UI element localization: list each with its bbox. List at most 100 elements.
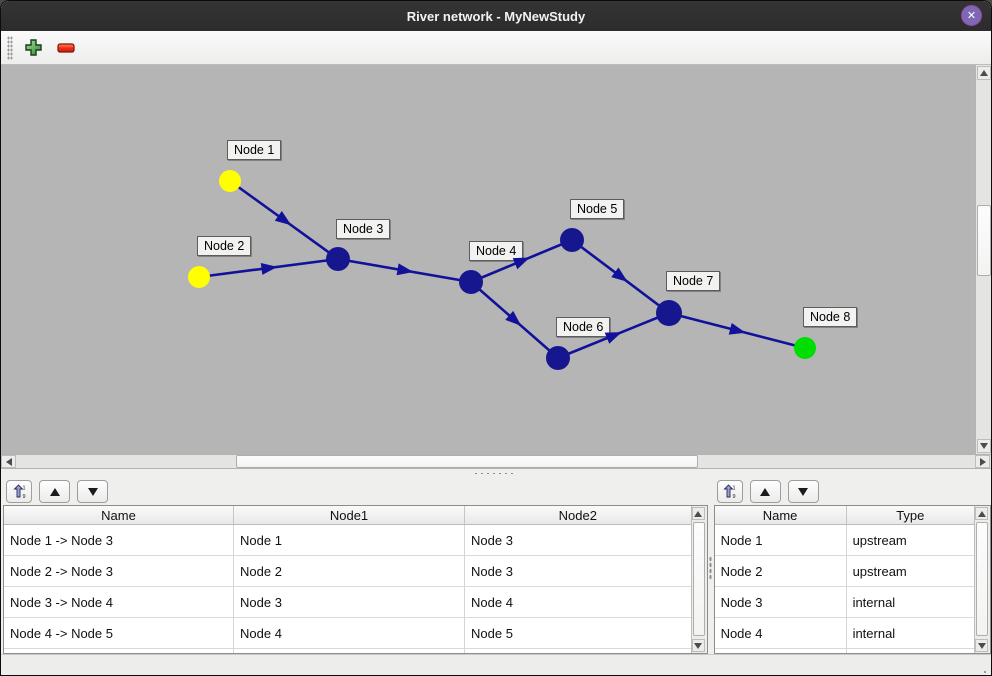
network-node[interactable] <box>656 300 682 326</box>
scroll-right-button[interactable] <box>975 455 990 468</box>
table-header: Name Type <box>714 506 974 525</box>
toolbar-drag-handle-icon[interactable] <box>7 35 13 60</box>
horizontal-splitter[interactable] <box>1 469 991 478</box>
scroll-thumb[interactable] <box>977 205 991 276</box>
svg-text:1: 1 <box>733 486 736 492</box>
table-row[interactable]: Node 1 upstream <box>714 525 974 556</box>
node-label[interactable]: Node 2 <box>197 236 252 256</box>
network-node[interactable] <box>326 247 350 271</box>
network-node[interactable] <box>219 170 241 192</box>
node-label[interactable]: Node 6 <box>556 317 611 337</box>
node-label[interactable]: Node 8 <box>803 307 858 327</box>
scroll-up-button[interactable] <box>691 507 705 520</box>
edge-arrow-icon <box>274 211 292 226</box>
column-header[interactable]: Type <box>896 507 925 523</box>
table-cell[interactable]: Node 1 <box>234 525 465 555</box>
arrow-up-icon <box>977 510 986 517</box>
column-header[interactable]: Node2 <box>558 507 597 523</box>
table-row[interactable]: Node 2 upstream <box>714 556 974 587</box>
arrow-up-icon <box>760 487 771 496</box>
table-cell[interactable]: Node 3 -> Node 4 <box>4 587 234 617</box>
add-node-button[interactable] <box>21 36 45 60</box>
node-label[interactable]: Node 5 <box>570 199 625 219</box>
scroll-thumb[interactable] <box>236 455 698 468</box>
network-node[interactable] <box>459 270 483 294</box>
node-label[interactable]: Node 1 <box>227 140 282 160</box>
move-down-button[interactable] <box>787 480 819 503</box>
table-cell[interactable]: Node 2 <box>715 556 847 586</box>
table-cell[interactable]: Node 3 <box>234 587 465 617</box>
table-cell[interactable]: Node 2 <box>234 556 465 586</box>
vertical-splitter[interactable] <box>707 478 712 654</box>
network-node[interactable] <box>560 228 584 252</box>
move-up-button[interactable] <box>749 480 781 503</box>
table-cell[interactable]: Node 1 -> Node 3 <box>4 525 234 555</box>
column-header[interactable]: Name <box>4 506 234 524</box>
arrow-down-icon <box>87 487 98 496</box>
move-up-button[interactable] <box>39 480 70 503</box>
status-bar <box>1 654 991 675</box>
node-label[interactable]: Node 7 <box>666 271 721 291</box>
table-cell[interactable]: internal <box>852 594 896 610</box>
sort-button[interactable]: 1 9 <box>6 480 32 503</box>
scroll-thumb[interactable] <box>692 522 705 636</box>
edge-arrow-icon <box>396 263 414 276</box>
svg-text:9: 9 <box>733 494 736 499</box>
column-header[interactable]: Node1 <box>234 506 465 524</box>
table-vertical-scrollbar[interactable] <box>974 506 990 653</box>
minus-icon <box>57 42 75 53</box>
table-cell[interactable]: upstream <box>852 563 907 579</box>
scroll-left-button[interactable] <box>1 455 16 468</box>
arrow-up-icon <box>694 510 703 517</box>
table-cell[interactable]: Node 3 <box>471 563 513 579</box>
node-label[interactable]: Node 4 <box>469 241 524 261</box>
table-cell[interactable]: Node 4 <box>715 618 847 648</box>
canvas-horizontal-scrollbar[interactable] <box>1 454 991 469</box>
scroll-down-button[interactable] <box>977 439 991 453</box>
canvas-vertical-scrollbar[interactable] <box>975 65 991 454</box>
arrow-down-icon <box>798 487 809 496</box>
table-cell[interactable]: Node 5 <box>471 625 513 641</box>
table-vertical-scrollbar[interactable] <box>690 506 707 653</box>
close-button[interactable]: ✕ <box>961 5 982 26</box>
titlebar[interactable]: River network - MyNewStudy ✕ <box>1 1 991 31</box>
scroll-up-button[interactable] <box>975 507 988 520</box>
column-header[interactable]: Name <box>715 506 847 524</box>
table-cell[interactable]: Node 4 <box>471 594 513 610</box>
resize-grip-icon[interactable] <box>984 671 986 673</box>
branches-toolbar: 1 9 <box>1 478 708 505</box>
scroll-down-button[interactable] <box>691 639 705 652</box>
table-cell[interactable]: Node 4 -> Node 5 <box>4 618 234 648</box>
table-cell[interactable]: Node 3 <box>715 587 847 617</box>
remove-node-button[interactable] <box>54 36 78 60</box>
scroll-up-button[interactable] <box>977 66 991 80</box>
node-label[interactable]: Node 3 <box>336 219 391 239</box>
arrow-right-icon <box>979 457 986 466</box>
scroll-thumb[interactable] <box>976 522 988 636</box>
table-cell[interactable]: internal <box>852 625 896 641</box>
window-title: River network - MyNewStudy <box>406 8 586 24</box>
scroll-down-button[interactable] <box>975 639 988 652</box>
table-row[interactable]: Node 4 internal <box>714 618 974 649</box>
sort-button[interactable]: 1 9 <box>716 480 743 503</box>
network-node[interactable] <box>546 346 570 370</box>
move-down-button[interactable] <box>77 480 108 503</box>
table-cell[interactable]: Node 1 <box>715 525 847 555</box>
edge-arrow-icon <box>611 267 628 282</box>
network-node[interactable] <box>794 337 816 359</box>
table-cell[interactable]: upstream <box>852 532 907 548</box>
table-cell[interactable]: Node 3 <box>471 532 513 548</box>
network-canvas[interactable]: Node 1 Node 2 Node 3 Node 4 Node 5 Node 6 Node… <box>1 65 975 454</box>
table-cell[interactable]: Node 4 <box>234 618 465 648</box>
table-cell[interactable]: Node 2 -> Node 3 <box>4 556 234 586</box>
table-row[interactable]: Node 3 internal <box>714 587 974 618</box>
arrow-up-icon <box>980 70 988 76</box>
network-node[interactable] <box>188 266 210 288</box>
